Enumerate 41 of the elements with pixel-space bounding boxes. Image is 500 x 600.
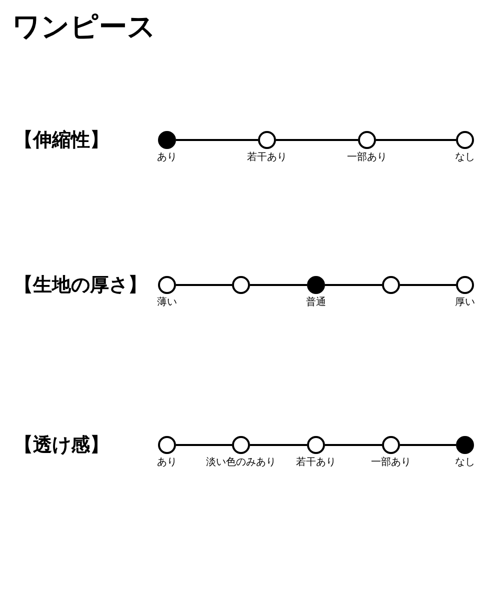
- connector-line: [176, 284, 232, 286]
- option-label: 一部あり: [371, 457, 411, 469]
- connector-line: [400, 284, 456, 286]
- connector-line: [276, 139, 358, 141]
- option-label: なし: [455, 152, 475, 164]
- empty-circle: [158, 436, 176, 454]
- option-label: 若干あり: [247, 152, 287, 164]
- empty-circle: [382, 436, 400, 454]
- connector-line: [176, 444, 232, 446]
- option-label: なし: [455, 457, 475, 469]
- option-label: 若干あり: [296, 457, 336, 469]
- connector-line: [325, 284, 382, 286]
- row-heading: 【伸縮性】: [14, 128, 109, 152]
- option-label: 薄い: [157, 297, 177, 309]
- connector-line: [250, 444, 307, 446]
- option-label: 普通: [306, 297, 326, 309]
- connector-line: [176, 139, 258, 141]
- filled-circle: [307, 276, 325, 294]
- empty-circle: [232, 276, 250, 294]
- connector-line: [325, 444, 382, 446]
- empty-circle: [358, 131, 376, 149]
- empty-circle: [232, 436, 250, 454]
- row-heading: 【透け感】: [14, 433, 109, 457]
- empty-circle: [456, 276, 474, 294]
- empty-circle: [456, 131, 474, 149]
- empty-circle: [382, 276, 400, 294]
- row-heading: 【生地の厚さ】: [14, 273, 147, 297]
- connector-line: [250, 284, 307, 286]
- option-label: 淡い色のみあり: [206, 457, 276, 469]
- filled-circle: [158, 131, 176, 149]
- empty-circle: [158, 276, 176, 294]
- connector-line: [376, 139, 456, 141]
- empty-circle: [307, 436, 325, 454]
- filled-circle: [456, 436, 474, 454]
- option-label: あり: [157, 152, 177, 164]
- empty-circle: [258, 131, 276, 149]
- connector-line: [400, 444, 456, 446]
- option-label: 厚い: [455, 297, 475, 309]
- title: ワンピース: [12, 9, 156, 45]
- option-label: あり: [157, 457, 177, 469]
- option-label: 一部あり: [347, 152, 387, 164]
